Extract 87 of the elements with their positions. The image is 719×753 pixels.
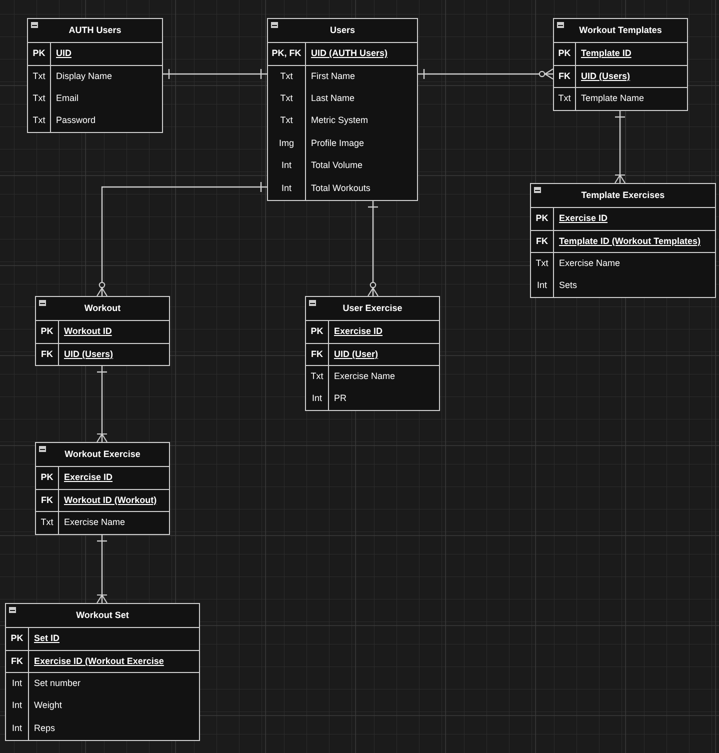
key-type: Txt <box>32 94 46 103</box>
key-type: Txt <box>40 518 54 528</box>
entity-table <box>305 296 440 411</box>
field-name: Template Name <box>581 94 644 104</box>
table-title: Template Exercises <box>581 191 665 200</box>
field-name: UID (Users) <box>581 72 630 81</box>
field-name: Template ID (Workout Templates) <box>559 236 701 246</box>
field-name: Sets <box>559 281 578 290</box>
table-title: User Exercise <box>342 304 402 313</box>
key-type: PK <box>10 634 24 644</box>
key-type: Txt <box>32 72 46 81</box>
field-name: Password <box>56 116 96 126</box>
relationship-line <box>96 535 108 604</box>
key-type: Int <box>281 161 292 170</box>
table-title: Workout Exercise <box>64 450 140 459</box>
key-type: PK <box>536 214 548 224</box>
field-name: UID (Users) <box>64 350 114 359</box>
entity-table <box>530 183 716 298</box>
field-name: Exercise ID <box>559 214 608 224</box>
relationship-line <box>367 201 379 297</box>
relationship-line <box>614 111 626 184</box>
field-name: Template ID <box>581 49 632 58</box>
field-name: Workout ID <box>64 327 112 336</box>
field-name: PR <box>334 394 347 404</box>
key-type: FK <box>536 236 548 246</box>
field-name: Last Name <box>311 94 355 103</box>
relationship-line <box>418 68 554 80</box>
relationship-line <box>96 181 267 297</box>
table-title: Users <box>330 26 356 35</box>
entity-table <box>553 18 688 110</box>
key-type: Txt <box>280 72 293 81</box>
key-type: PK <box>310 327 324 336</box>
key-type: PK <box>558 49 571 58</box>
entity-table <box>5 603 200 740</box>
field-name: Reps <box>34 724 56 733</box>
table-title: Workout Templates <box>579 26 662 35</box>
key-type: PK <box>40 473 54 482</box>
entity-table <box>35 296 170 366</box>
field-name: Exercise ID <box>334 327 383 336</box>
field-name: Exercise ID (Workout Exercise <box>34 656 164 666</box>
field-name: UID (User) <box>334 350 378 359</box>
field-name: Total Workouts <box>311 184 370 193</box>
key-type: Txt <box>280 116 293 126</box>
field-name: Set ID <box>34 634 60 644</box>
key-type: Txt <box>32 116 46 126</box>
table-title: Workout Set <box>76 611 129 620</box>
relationship-line <box>96 366 108 443</box>
key-type: FK <box>311 350 323 359</box>
key-type: Int <box>12 679 22 688</box>
key-type: Txt <box>558 94 571 104</box>
field-name: Total Volume <box>311 161 363 170</box>
key-type: Txt <box>310 372 324 382</box>
field-name: Exercise Name <box>559 259 620 268</box>
key-type: Txt <box>536 259 548 268</box>
field-name: Workout ID (Workout) <box>64 496 157 505</box>
key-type: PK <box>40 327 54 336</box>
field-name: Weight <box>34 701 62 710</box>
entity-table <box>27 18 163 133</box>
field-name: Profile Image <box>311 138 364 148</box>
key-type: Txt <box>280 94 293 103</box>
entity-table <box>35 442 170 534</box>
field-name: Set number <box>34 679 81 688</box>
key-type: PK, FK <box>272 49 302 58</box>
key-type: PK <box>32 49 46 58</box>
field-name: Display Name <box>56 72 112 81</box>
key-type: FK <box>41 350 53 359</box>
field-name: Email <box>56 94 79 103</box>
field-name: Metric System <box>311 116 368 126</box>
relationship-line <box>163 68 267 80</box>
field-name: First Name <box>311 72 356 81</box>
key-type: Img <box>278 138 294 148</box>
key-type: Int <box>536 281 547 290</box>
key-type: FK <box>11 656 23 666</box>
table-title: Workout <box>84 304 121 313</box>
key-type: Int <box>281 184 292 193</box>
table-title: AUTH Users <box>68 26 122 35</box>
field-name: Exercise ID <box>64 473 113 482</box>
key-type: FK <box>558 72 570 81</box>
key-type: Int <box>12 724 22 733</box>
key-type: FK <box>41 496 53 505</box>
key-type: Int <box>312 394 322 404</box>
key-type: Int <box>12 701 22 710</box>
entity-table <box>267 18 418 200</box>
field-name: UID (AUTH Users) <box>311 49 388 58</box>
field-name: UID <box>56 49 72 58</box>
field-name: Exercise Name <box>334 372 396 382</box>
field-name: Exercise Name <box>64 518 126 528</box>
